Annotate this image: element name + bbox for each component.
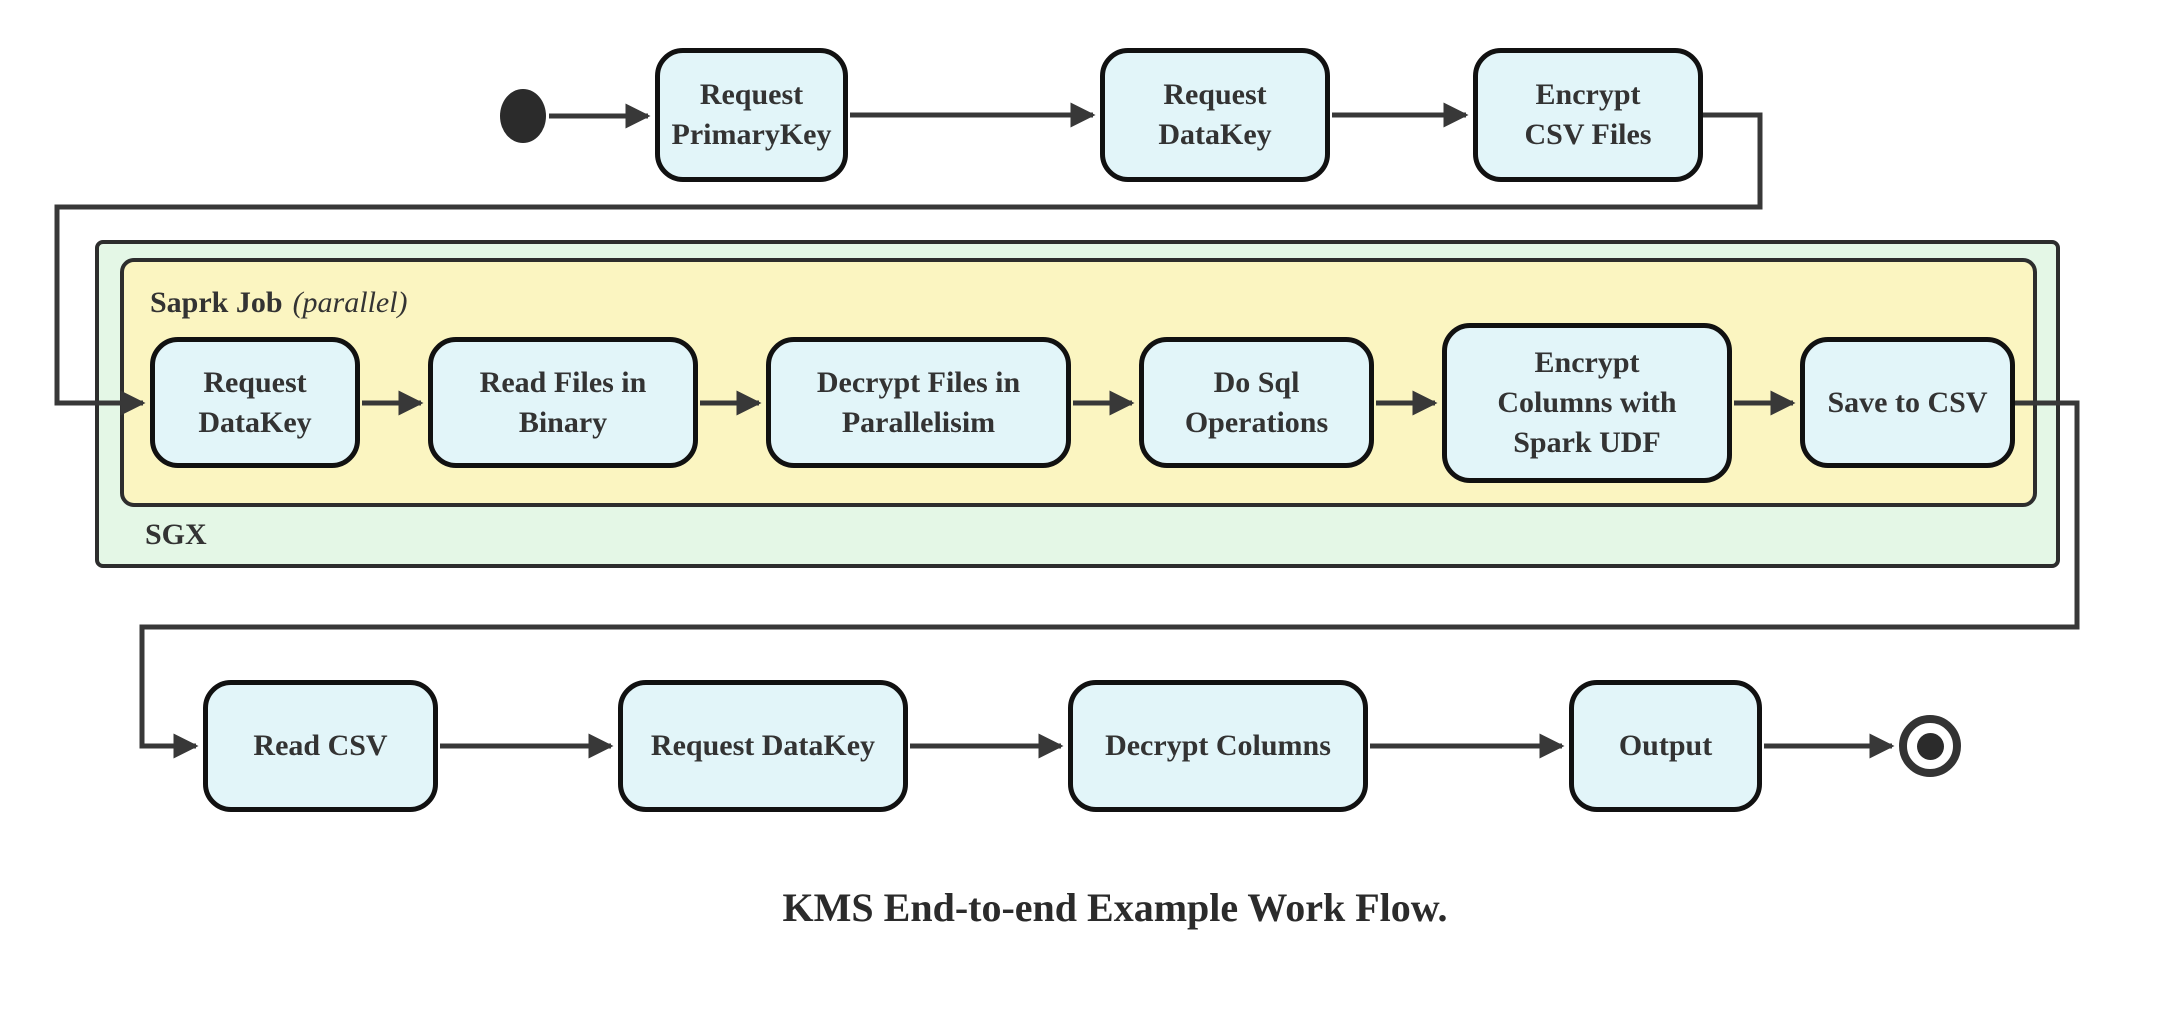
state-node-request-primarykey: Request PrimaryKey [655,48,848,182]
final-state-marker [1899,715,1961,777]
state-node-encrypt-columns-with-spark-udf: Encrypt Columns with Spark UDF [1442,323,1732,483]
state-node-save-to-csv: Save to CSV [1800,337,2015,468]
state-node-read-csv: Read CSV [203,680,438,812]
state-node-read-files-in-binary: Read Files in Binary [428,337,698,468]
state-node-encrypt-csv-files: Encrypt CSV Files [1473,48,1703,182]
spark-job-qualifier: (parallel) [292,286,408,319]
state-node-output: Output [1569,680,1762,812]
spark-job-title: Saprk Job [150,286,283,319]
spark-job-container-label: Saprk Job (parallel) [150,286,408,320]
state-node-decrypt-files-in-parallelisim: Decrypt Files in Parallelisim [766,337,1071,468]
state-node-request-datakey: Request DataKey [1100,48,1330,182]
edge-encrypt-csv-to-sgx-request-datakey [54,112,1763,416]
state-node-sgx-request-datakey: Request DataKey [150,337,360,468]
sgx-container-label: SGX [145,518,207,551]
state-node-decrypt-columns: Decrypt Columns [1068,680,1368,812]
initial-state-marker [500,89,546,143]
edge-save-csv-to-read-csv [139,400,2080,759]
final-state-inner-dot [1916,732,1944,760]
state-node-do-sql-operations: Do Sql Operations [1139,337,1374,468]
diagram-caption: KMS End-to-end Example Work Flow. [782,885,1448,930]
state-node-request-datakey-bottom: Request DataKey [618,680,908,812]
